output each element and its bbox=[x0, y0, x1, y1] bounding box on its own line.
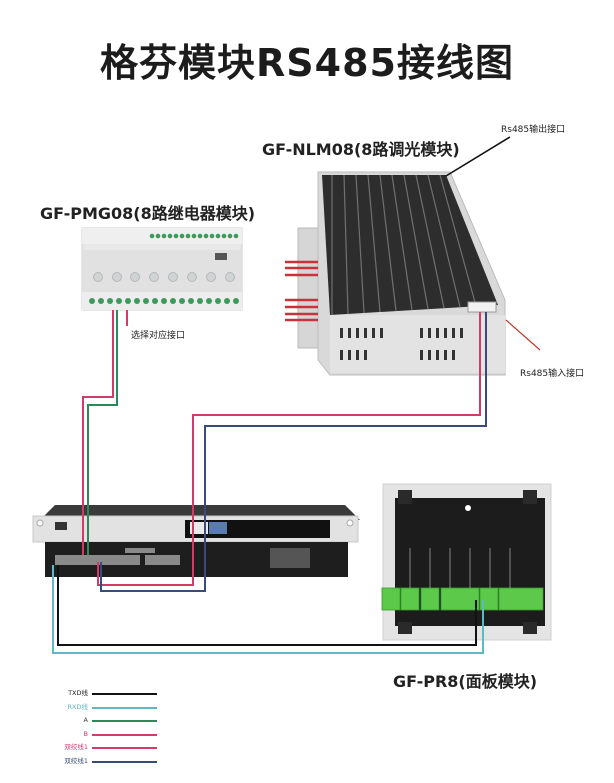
legend-item-a: A bbox=[30, 715, 170, 729]
panel-module bbox=[381, 483, 552, 641]
wire-legend: TXD线 RXD线 A B 双绞线1 双绞线1 bbox=[30, 688, 170, 769]
relay-channel-buttons bbox=[93, 272, 235, 282]
rs485-in-pointer bbox=[505, 319, 541, 351]
legend-swatch bbox=[92, 760, 157, 763]
panel-terminal-block bbox=[381, 587, 544, 611]
wire-relay-b bbox=[82, 310, 114, 555]
wire-relay-a bbox=[87, 310, 118, 555]
legend-item-txd: TXD线 bbox=[30, 688, 170, 702]
legend-swatch bbox=[92, 693, 157, 695]
legend-item-b: B bbox=[30, 729, 170, 743]
legend-label: B bbox=[83, 729, 88, 738]
legend-item-pair-red: 双绞线1 bbox=[30, 742, 170, 756]
wire-rxd bbox=[52, 565, 484, 654]
legend-swatch bbox=[92, 706, 157, 709]
select-port-annotation: 选择对应接口 bbox=[131, 331, 186, 341]
dimmer-output-wires bbox=[285, 260, 318, 322]
legend-swatch bbox=[92, 720, 157, 722]
page-title: 格芬模块RS485接线图 bbox=[100, 41, 514, 85]
dimmer-rs485-connector bbox=[467, 301, 497, 313]
legend-label: A bbox=[83, 716, 88, 724]
legend-swatch bbox=[92, 733, 157, 736]
panel-module-label: GF-PR8(面板模块) bbox=[393, 672, 538, 691]
dimmer-module bbox=[285, 171, 506, 376]
dimmer-module-label: GF-NLM08(8路调光模块) bbox=[262, 140, 460, 159]
wires bbox=[52, 310, 487, 654]
legend-item-pair-blue: 双绞线1 bbox=[30, 756, 170, 770]
legend-label: TXD线 bbox=[68, 689, 88, 697]
relay-module bbox=[81, 227, 243, 311]
wire-pair-blue bbox=[100, 312, 487, 592]
legend-label: RXD线 bbox=[67, 702, 88, 711]
relay-module-label: GF-PMG08(8路继电器模块) bbox=[40, 204, 256, 223]
relay-top-terminals bbox=[149, 233, 239, 239]
relay-bottom-terminals bbox=[89, 298, 239, 304]
wire-pair-red bbox=[97, 312, 481, 586]
rs485-input-annotation: Rs485输入接口 bbox=[520, 369, 585, 379]
wire-txd bbox=[57, 565, 477, 646]
legend-item-rxd: RXD线 bbox=[30, 702, 170, 716]
legend-label: 双绞线1 bbox=[64, 756, 88, 765]
legend-label: 双绞线1 bbox=[64, 743, 88, 751]
legend-swatch bbox=[92, 747, 157, 749]
rs485-output-annotation: Rs485输出接口 bbox=[501, 125, 566, 135]
rs485-out-pointer bbox=[445, 136, 511, 177]
